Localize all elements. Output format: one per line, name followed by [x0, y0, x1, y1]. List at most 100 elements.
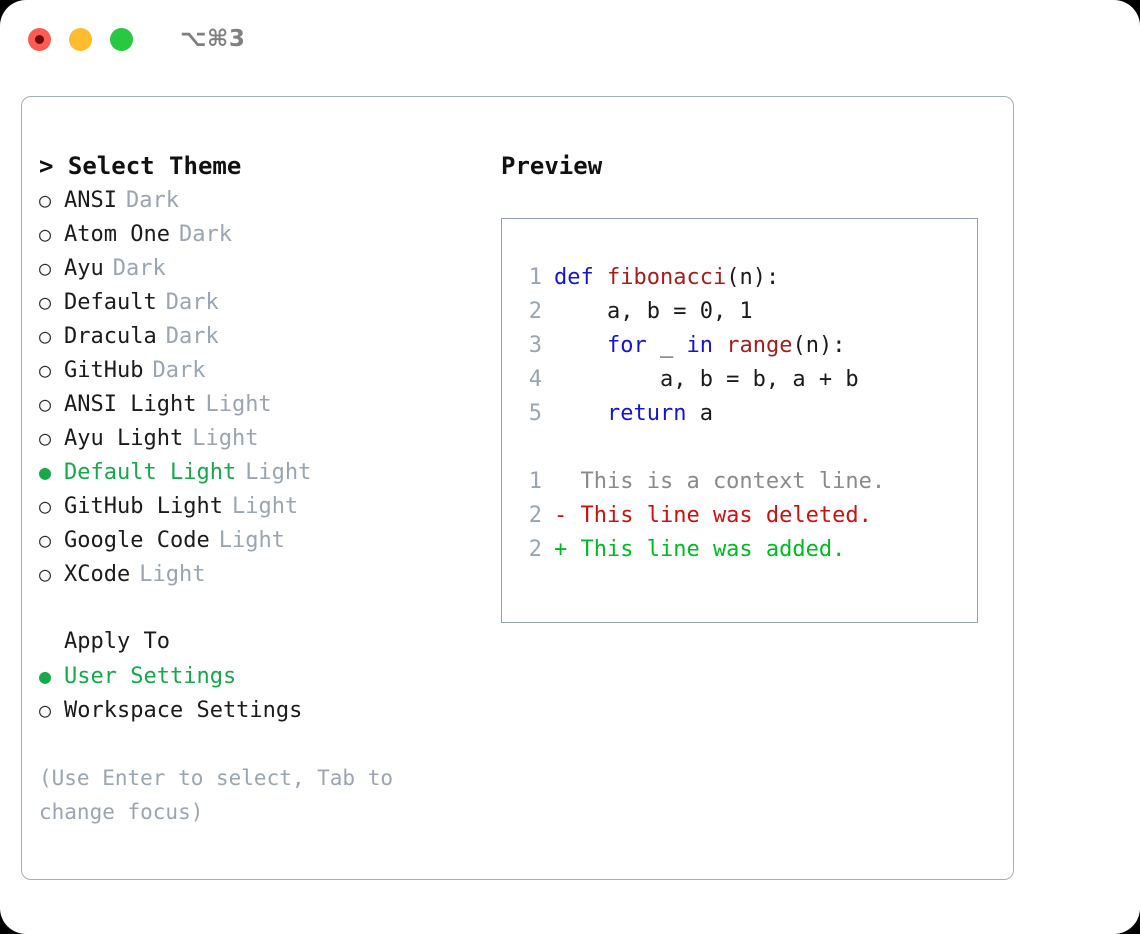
- line-number: 2: [528, 503, 542, 528]
- line-number: 2: [528, 299, 542, 324]
- theme-option-label: GitHub: [64, 358, 144, 383]
- theme-option-label: Google Code: [64, 528, 210, 553]
- apply-to-title: Apply To: [64, 629, 170, 654]
- code-line: 3 for _ in range(n):: [516, 329, 977, 363]
- theme-option-tag: Light: [192, 426, 259, 451]
- line-number: 5: [528, 401, 542, 426]
- theme-option-label: Atom One: [64, 222, 170, 247]
- diff-line-add: 2+ This line was added.: [516, 533, 977, 567]
- code-token: return: [606, 401, 687, 426]
- code-token: _: [646, 333, 687, 358]
- radio-unselected-icon: ○: [39, 358, 52, 382]
- theme-option-label: Default: [64, 290, 157, 315]
- line-number: 2: [528, 537, 542, 562]
- radio-unselected-icon: ○: [39, 494, 52, 518]
- apply-to-option-label: User Settings: [64, 664, 237, 689]
- minimize-button[interactable]: [69, 27, 92, 51]
- code-token: for: [606, 333, 647, 358]
- code-line: 5 return a: [516, 397, 977, 431]
- theme-option-tag: Dark: [165, 324, 219, 349]
- theme-option-github[interactable]: ○ GitHub Dark: [39, 353, 489, 387]
- close-button[interactable]: [28, 27, 51, 51]
- theme-option-tag: Dark: [125, 188, 179, 213]
- theme-option-label: ANSI Light: [64, 392, 197, 417]
- code-token: (n):: [726, 265, 780, 290]
- radio-unselected-icon: ○: [39, 426, 52, 450]
- radio-selected-icon: ●: [39, 664, 52, 688]
- code-token: a, b = 0, 1: [554, 299, 753, 324]
- radio-unselected-icon: ○: [39, 562, 52, 586]
- close-icon: [35, 34, 44, 44]
- diff-line-text: - This line was deleted.: [554, 503, 872, 528]
- line-number: 4: [528, 367, 542, 392]
- theme-option-label: Default Light: [64, 460, 237, 485]
- line-number: 3: [528, 333, 542, 358]
- theme-option-dracula[interactable]: ○ Dracula Dark: [39, 319, 489, 353]
- theme-option-tag: Light: [139, 562, 206, 587]
- theme-option-tag: Light: [218, 528, 285, 553]
- theme-option-label: ANSI: [64, 188, 117, 213]
- theme-option-ayu-light[interactable]: ○ Ayu Light Light: [39, 421, 489, 455]
- diff-sample: 1 This is a context line. 2 - This line wa…: [516, 465, 977, 567]
- theme-option-google-code[interactable]: ○ Google Code Light: [39, 523, 489, 557]
- keyboard-shortcut-label: ⌥⌘3: [180, 26, 246, 52]
- code-diff-spacer: [516, 431, 977, 465]
- code-token: (n):: [792, 333, 846, 358]
- theme-option-tag: Light: [231, 494, 299, 519]
- title-bar: ⌥⌘3: [0, 0, 1140, 78]
- radio-unselected-icon: ○: [39, 188, 52, 212]
- code-token: def: [554, 265, 607, 290]
- theme-option-label: Ayu Light: [64, 426, 184, 451]
- radio-unselected-icon: ○: [39, 528, 52, 552]
- theme-option-label: Dracula: [64, 324, 157, 349]
- apply-to-option-list[interactable]: ● User Settings ○ Workspace Settings: [39, 659, 489, 727]
- radio-unselected-icon: ○: [39, 256, 52, 280]
- theme-option-label: Ayu: [64, 256, 104, 281]
- code-token: fibonacci: [606, 265, 727, 290]
- code-line: 4 a, b = b, a + b: [516, 363, 977, 397]
- code-token: a, b = b, a + b: [554, 367, 859, 392]
- code-line: 1 def fibonacci(n):: [516, 261, 977, 295]
- apply-to-option-workspace-settings[interactable]: ○ Workspace Settings: [39, 693, 489, 727]
- apply-to-option-label: Workspace Settings: [64, 698, 303, 723]
- code-token: range: [726, 333, 793, 358]
- code-token: [554, 401, 607, 426]
- theme-option-tag: Dark: [165, 290, 219, 315]
- theme-option-default[interactable]: ○ Default Dark: [39, 285, 489, 319]
- code-line: 2 a, b = 0, 1: [516, 295, 977, 329]
- line-number: 1: [528, 469, 542, 494]
- diff-line-ctx: 1 This is a context line.: [516, 465, 977, 499]
- radio-unselected-icon: ○: [39, 222, 52, 246]
- theme-option-github-light[interactable]: ○ GitHub Light Light: [39, 489, 489, 523]
- radio-unselected-icon: ○: [39, 392, 52, 416]
- code-token: in: [686, 333, 727, 358]
- radio-unselected-icon: ○: [39, 290, 52, 314]
- radio-unselected-icon: ○: [39, 698, 52, 722]
- theme-option-atom-one[interactable]: ○ Atom One Dark: [39, 217, 489, 251]
- theme-option-ansi[interactable]: ○ ANSI Dark: [39, 183, 489, 217]
- theme-option-label: GitHub Light: [64, 494, 223, 519]
- theme-option-tag: Dark: [152, 358, 206, 383]
- code-token: a: [686, 401, 713, 426]
- maximize-button[interactable]: [110, 27, 133, 51]
- section-spacer: [39, 591, 489, 625]
- window-controls: [28, 27, 133, 51]
- theme-option-tag: Dark: [178, 222, 232, 247]
- keyboard-hint-text: (Use Enter to select, Tab to change focu…: [39, 766, 394, 824]
- preview-title: Preview: [501, 152, 603, 180]
- radio-unselected-icon: ○: [39, 324, 52, 348]
- line-number: 1: [528, 265, 542, 290]
- apply-to-option-user-settings[interactable]: ● User Settings: [39, 659, 489, 693]
- theme-option-tag: Light: [245, 460, 312, 485]
